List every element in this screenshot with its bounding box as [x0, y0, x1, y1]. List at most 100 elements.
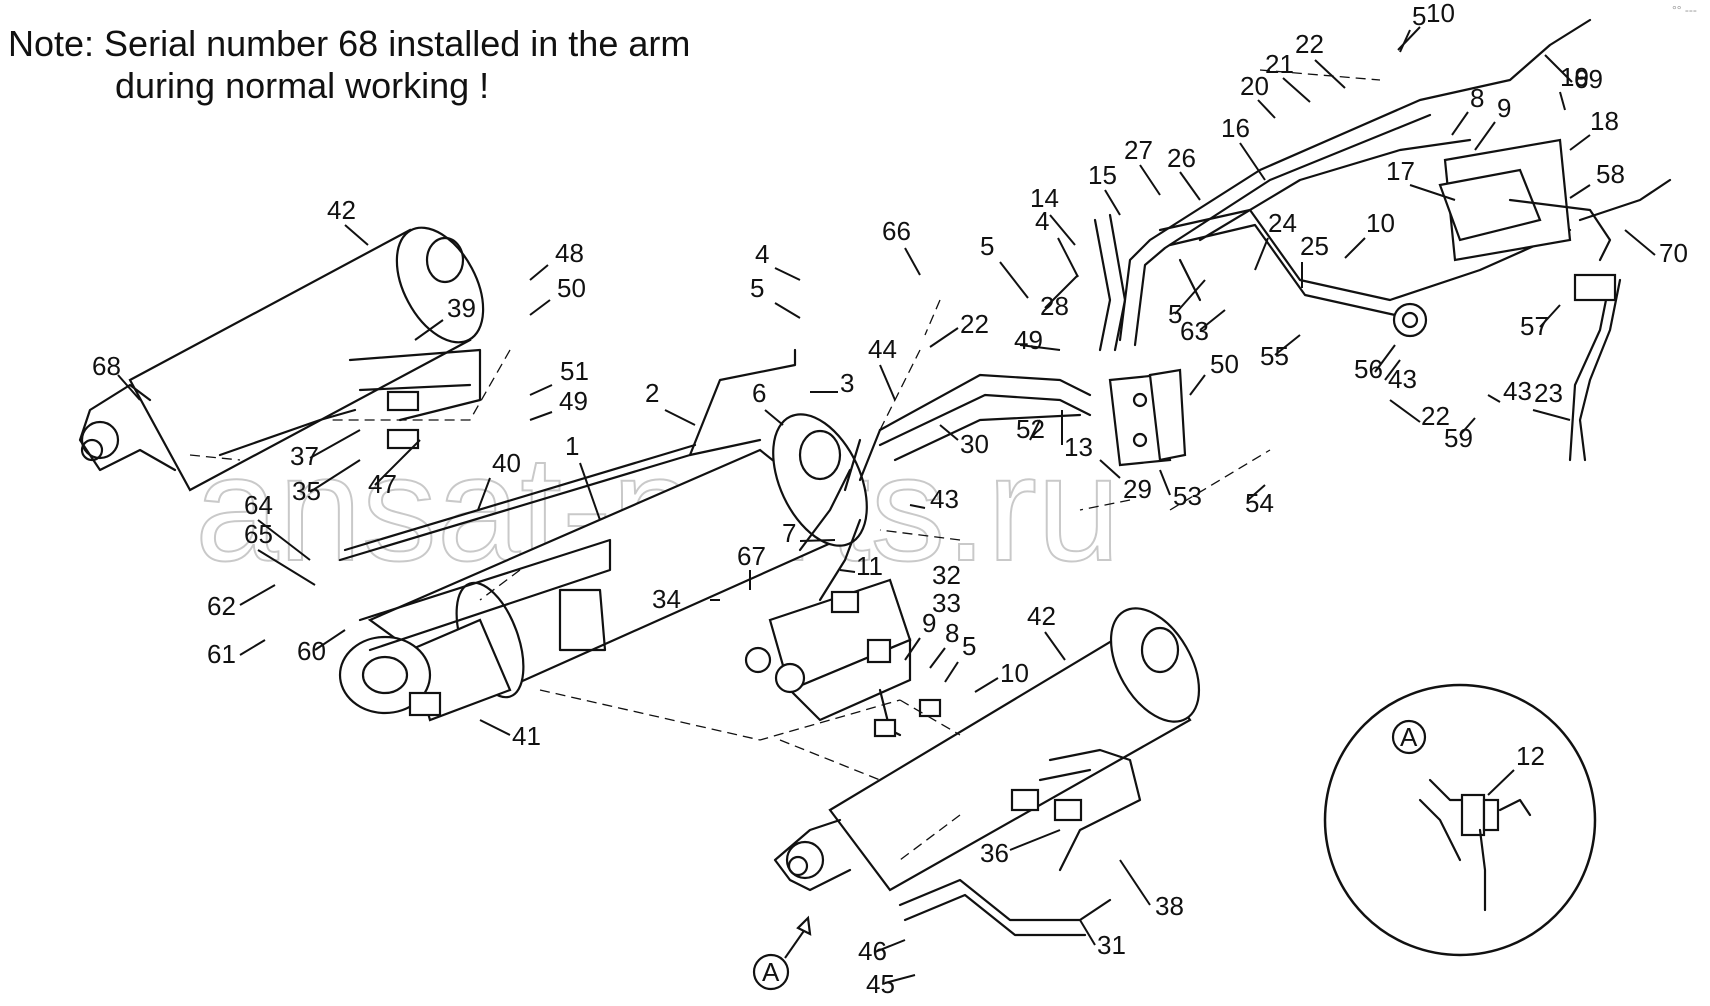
part-label-60: 60: [297, 636, 326, 666]
part-label-31: 31: [1097, 930, 1126, 960]
leader-lines: [117, 26, 1656, 984]
part-label-35: 35: [292, 476, 321, 506]
part-label-30: 30: [960, 429, 989, 459]
part-label-22: 22: [1295, 29, 1324, 59]
part-label-8: 8: [945, 618, 959, 648]
leader-line-8: [929, 647, 946, 669]
leader-line-5: [1399, 29, 1411, 53]
leader-line-6: [764, 409, 784, 426]
detail-view-letter: A: [1400, 722, 1418, 752]
part-label-20: 20: [1240, 71, 1269, 101]
part-label-59: 59: [1444, 423, 1473, 453]
leader-line-22: [929, 327, 959, 348]
part-label-14: 14: [1030, 183, 1059, 213]
part-label-34: 34: [652, 584, 681, 614]
part-label-53: 53: [1173, 481, 1202, 511]
leader-line-68: [117, 374, 141, 401]
leader-line-38: [1119, 859, 1151, 906]
leader-line-64: [257, 519, 311, 561]
leader-line-35: [309, 459, 361, 493]
leader-line-17: [1409, 184, 1456, 201]
leader-line-47: [374, 439, 421, 486]
part-label-50: 50: [1210, 349, 1239, 379]
part-label-47: 47: [368, 469, 397, 499]
leader-line-14: [1049, 214, 1076, 246]
leader-line-29: [1099, 459, 1121, 479]
part-label-15: 15: [1088, 160, 1117, 190]
leader-line-22: [1389, 399, 1421, 423]
part-label-4: 4: [755, 239, 769, 269]
leader-line-36: [1009, 829, 1061, 851]
leader-line-42: [344, 224, 369, 246]
part-label-48: 48: [555, 238, 584, 268]
part-label-7: 7: [782, 518, 796, 548]
part-label-43: 43: [930, 484, 959, 514]
detail-view-a: A 12: [1323, 683, 1597, 957]
part-label-5: 5: [1168, 299, 1182, 329]
detail-view-label-12: 12: [1516, 741, 1545, 771]
leader-line-49: [529, 411, 553, 421]
part-label-10: 10: [1426, 0, 1455, 28]
part-label-23: 23: [1534, 378, 1563, 408]
part-label-41: 41: [512, 721, 541, 751]
upper-right-assembly: [1093, 18, 1672, 462]
part-label-11: 11: [856, 551, 883, 581]
part-label-17: 17: [1386, 156, 1415, 186]
leader-line-50: [1189, 374, 1206, 396]
part-label-9: 9: [1497, 93, 1511, 123]
leader-line-39: [414, 319, 444, 341]
part-label-37: 37: [290, 441, 319, 471]
leader-line-16: [1239, 142, 1266, 181]
part-label-39: 39: [447, 293, 476, 323]
leader-line-18: [1569, 134, 1591, 151]
leader-line-69: [1544, 54, 1573, 83]
part-label-58: 58: [1596, 159, 1625, 189]
leader-line-50: [529, 299, 551, 316]
part-label-9: 9: [922, 608, 936, 638]
cylinder-center: [338, 413, 868, 722]
part-label-38: 38: [1155, 891, 1184, 921]
leader-line-20: [1257, 99, 1276, 119]
part-label-52: 52: [1016, 414, 1045, 444]
leader-line-11: [839, 569, 856, 573]
leader-line-43: [1487, 394, 1501, 403]
assembly-lines: [189, 69, 1381, 861]
part-label-49: 49: [1014, 325, 1043, 355]
part-label-42: 42: [327, 195, 356, 225]
leader-line-31: [1079, 919, 1096, 946]
leader-line-8: [1451, 111, 1469, 136]
part-label-62: 62: [207, 591, 236, 621]
part-label-6: 6: [752, 378, 766, 408]
view-marker-a: A: [752, 915, 812, 991]
part-label-49: 49: [559, 386, 588, 416]
leader-line-44: [879, 364, 896, 401]
leader-line-59: [1459, 417, 1476, 436]
cylinder-lower: [773, 607, 1201, 937]
part-label-61: 61: [207, 639, 236, 669]
leader-line-56: [1374, 344, 1396, 373]
part-label-21: 21: [1265, 49, 1294, 79]
leader-line-5: [774, 302, 801, 319]
part-label-1: 1: [565, 431, 579, 461]
leader-line-26: [1179, 171, 1201, 201]
leader-line-2: [664, 409, 696, 426]
leader-line-42: [1044, 631, 1066, 661]
part-label-16: 16: [1221, 113, 1250, 143]
leader-line-43: [909, 504, 926, 509]
part-label-32: 32: [932, 560, 961, 590]
valve-block: [744, 578, 942, 738]
leader-line-60: [314, 629, 346, 651]
part-label-64: 64: [244, 490, 273, 520]
leader-line-58: [1569, 184, 1591, 199]
leader-line-41: [479, 719, 511, 736]
leader-line-24: [1254, 237, 1269, 271]
part-label-29: 29: [1123, 474, 1152, 504]
leader-line-57: [1539, 304, 1561, 328]
leader-line-37: [309, 429, 361, 459]
corner-mark: °° ---: [1672, 3, 1697, 17]
leader-line-5: [944, 661, 959, 683]
leader-line-54: [1247, 484, 1266, 501]
part-label-10: 10: [1000, 658, 1029, 688]
leader-line-30: [939, 424, 959, 441]
part-label-44: 44: [868, 334, 897, 364]
